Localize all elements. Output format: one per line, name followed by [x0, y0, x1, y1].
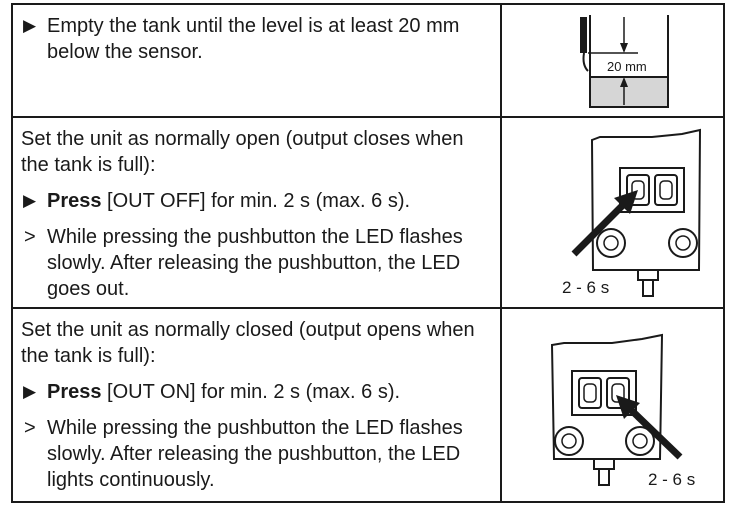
instruction-table: ▶ Empty the tank until the level is at l…: [11, 3, 725, 503]
result-marker: >: [24, 417, 36, 439]
result-normally-closed: > While pressing the pushbutton the LED …: [21, 415, 492, 493]
out-off-figure: 2 - 6 s: [502, 118, 723, 307]
out-on-led: [659, 180, 673, 200]
mounting-hole-right-inner: [675, 235, 691, 251]
step-arrow-icon: ▶: [23, 191, 37, 210]
step-text: [OUT OFF] for min. 2 s (max. 6 s).: [101, 190, 411, 212]
out-on-button: [654, 174, 678, 206]
row-normally-open: Set the unit as normally open (output cl…: [13, 118, 723, 309]
arrow-up-icon: [620, 77, 628, 87]
press-arrow-icon: [614, 190, 638, 214]
result-text: While pressing the pushbutton the LED fl…: [47, 417, 463, 491]
row-normally-closed-text: Set the unit as normally closed (output …: [13, 309, 502, 501]
arrow-down-icon: [620, 43, 628, 53]
press-arrow-icon: [616, 395, 640, 419]
connector-icon: [593, 458, 615, 470]
mounting-hole-right: [668, 228, 698, 258]
out-on-figure: 2 - 6 s: [502, 309, 723, 501]
button-frame: [619, 167, 685, 213]
mounting-hole-left: [554, 426, 584, 456]
sensor-icon: [580, 17, 587, 53]
mounting-hole-right-inner: [632, 433, 648, 449]
step-empty-tank: ▶ Empty the tank until the level is at l…: [21, 13, 492, 65]
tank-level-diagram: 20 mm: [580, 15, 669, 108]
device-out-on-diagram: 2 - 6 s: [550, 333, 695, 489]
step-bold-text: Press: [47, 381, 102, 403]
row-normally-closed: Set the unit as normally closed (output …: [13, 309, 723, 501]
step-arrow-icon: ▶: [23, 382, 37, 401]
row-normally-open-text: Set the unit as normally open (output cl…: [13, 118, 502, 307]
result-text: While pressing the pushbutton the LED fl…: [47, 226, 463, 300]
step-text: Empty the tank until the level is at lea…: [47, 15, 460, 63]
mounting-hole-left: [596, 228, 626, 258]
dimension-label: 20 mm: [607, 59, 647, 74]
tank-liquid: [591, 77, 667, 106]
step-arrow-icon: ▶: [23, 16, 37, 35]
connector-pin-icon: [642, 279, 654, 297]
press-time-label: 2 - 6 s: [562, 278, 609, 297]
mounting-hole-left-inner: [603, 235, 619, 251]
out-off-led: [631, 180, 645, 200]
section-intro: Set the unit as normally closed (output …: [21, 319, 475, 367]
row-empty-tank: ▶ Empty the tank until the level is at l…: [13, 5, 723, 118]
press-time-label: 2 - 6 s: [648, 470, 695, 489]
step-press-out-on: ▶ Press [OUT ON] for min. 2 s (max. 6 s)…: [21, 379, 492, 405]
button-frame: [571, 370, 637, 416]
press-arrow-shaft: [571, 199, 629, 257]
tank-outline: [589, 15, 669, 108]
sensor-cable-icon: [582, 52, 589, 72]
row-empty-tank-text: ▶ Empty the tank until the level is at l…: [13, 5, 502, 116]
press-arrow-shaft: [625, 404, 683, 460]
out-on-led: [611, 383, 625, 403]
result-normally-open: > While pressing the pushbutton the LED …: [21, 224, 492, 302]
device-out-off-diagram: 2 - 6 s: [562, 128, 702, 297]
mounting-hole-right: [625, 426, 655, 456]
step-press-out-off: ▶ Press [OUT OFF] for min. 2 s (max. 6 s…: [21, 188, 492, 214]
connector-pin-icon: [598, 468, 610, 486]
connector-icon: [637, 269, 659, 281]
out-off-led: [583, 383, 597, 403]
step-text: [OUT ON] for min. 2 s (max. 6 s).: [101, 381, 401, 403]
step-bold-text: Press: [47, 190, 102, 212]
result-marker: >: [24, 226, 36, 248]
tank-level-figure: 20 mm: [502, 5, 723, 116]
section-intro: Set the unit as normally open (output cl…: [21, 128, 464, 176]
out-off-button: [578, 377, 602, 409]
mounting-hole-left-inner: [561, 433, 577, 449]
